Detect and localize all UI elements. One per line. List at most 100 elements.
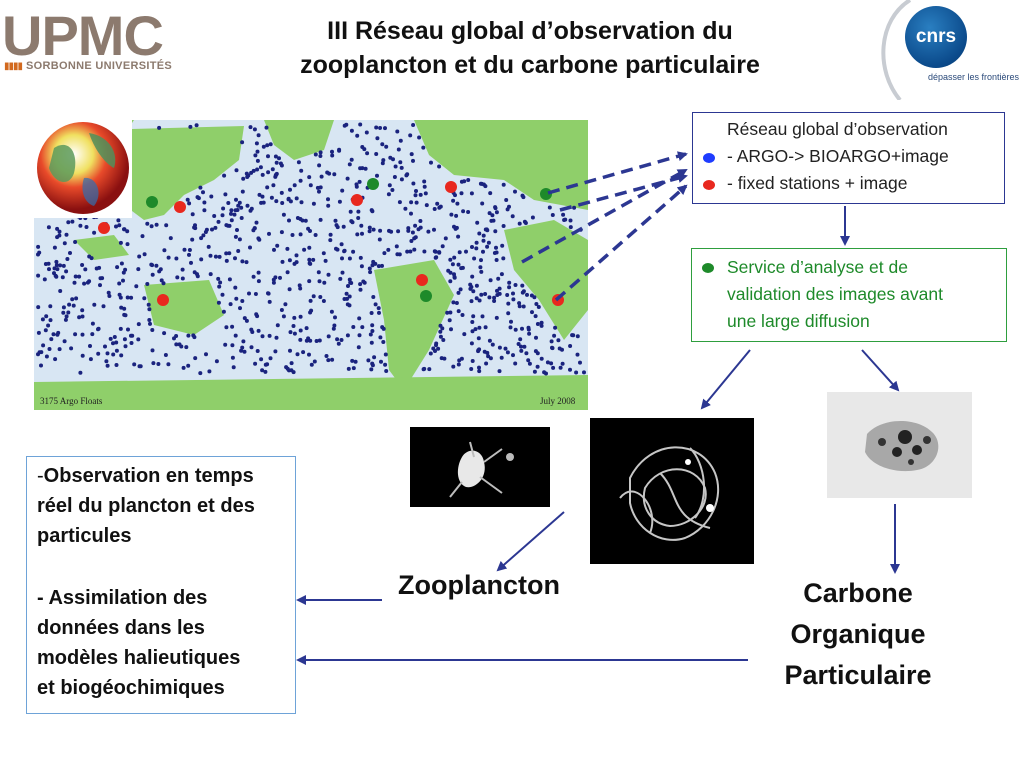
network-item-argo: - ARGO-> BIOARGO+image — [727, 146, 949, 166]
argo-float-dot — [360, 166, 365, 171]
argo-float-dot — [294, 196, 299, 201]
argo-float-dot — [55, 226, 60, 231]
argo-float-dot — [347, 294, 352, 299]
argo-float-dot — [340, 188, 345, 193]
argo-float-dot — [229, 218, 234, 223]
argo-float-dot — [273, 275, 278, 280]
argo-float-dot — [274, 160, 279, 165]
argo-float-dot — [157, 125, 162, 130]
argo-float-dot — [507, 280, 512, 285]
argo-float-dot — [256, 270, 261, 275]
upmc-bars-icon: ▮▮▮▮ — [4, 60, 23, 72]
argo-float-dot — [405, 249, 410, 254]
argo-float-dot — [372, 355, 377, 360]
argo-float-dot — [207, 369, 212, 374]
argo-float-dot — [62, 241, 67, 246]
argo-float-dot — [390, 188, 395, 192]
argo-float-dot — [409, 200, 414, 205]
argo-float-dot — [393, 164, 398, 169]
argo-float-dot — [449, 212, 454, 217]
argo-float-dot — [378, 126, 383, 130]
argo-float-dot — [284, 365, 289, 370]
argo-float-dot — [535, 322, 540, 326]
argo-float-dot — [511, 291, 515, 296]
argo-float-dot — [423, 191, 428, 196]
argo-float-dot — [575, 352, 580, 357]
argo-float-dot — [263, 369, 268, 374]
argo-float-dot — [410, 230, 415, 235]
argo-float-dot — [533, 314, 538, 319]
argo-float-dot — [519, 344, 523, 349]
argo-float-dot — [578, 360, 582, 365]
argo-float-dot — [479, 292, 484, 297]
argo-float-dots — [36, 122, 586, 376]
argo-float-dot — [216, 219, 221, 224]
argo-float-dot — [380, 161, 385, 166]
service-station-marker — [540, 188, 552, 200]
argo-float-dot — [501, 182, 506, 187]
argo-float-dot — [521, 304, 526, 309]
argo-float-dot — [454, 301, 459, 305]
argo-float-dot — [206, 244, 211, 249]
argo-float-dot — [466, 210, 471, 214]
argo-float-dot — [217, 284, 222, 289]
argo-float-dot — [166, 362, 171, 367]
argo-float-dot — [249, 327, 254, 332]
argo-float-dot — [328, 232, 333, 237]
argo-float-dot — [150, 272, 155, 277]
argo-float-dot — [125, 295, 130, 300]
argo-float-dot — [448, 270, 453, 275]
argo-float-dot — [307, 279, 312, 284]
argo-float-dot — [374, 152, 379, 156]
argo-float-dot — [112, 335, 117, 339]
obs-dash: - — [37, 465, 44, 487]
argo-float-dot — [241, 176, 246, 181]
argo-float-dot — [523, 221, 528, 225]
argo-float-dot — [162, 331, 167, 336]
argo-float-dot — [55, 332, 60, 337]
argo-float-dot — [137, 364, 142, 369]
argo-float-dot — [451, 198, 456, 203]
argo-float-dot — [221, 309, 226, 314]
argo-float-dot — [80, 353, 85, 358]
argo-float-dot — [500, 243, 505, 248]
argo-float-dot — [287, 287, 292, 292]
argo-float-dot — [418, 219, 423, 223]
argo-float-dot — [47, 347, 52, 351]
argo-float-dot — [272, 247, 276, 252]
argo-float-dot — [356, 216, 361, 220]
argo-float-dot — [80, 314, 85, 319]
argo-float-dot — [118, 326, 123, 331]
argo-float-dot — [285, 246, 290, 251]
argo-float-dot — [572, 205, 577, 210]
argo-float-dot — [330, 153, 335, 158]
argo-float-dot — [218, 280, 223, 285]
argo-float-dot — [488, 191, 493, 196]
argo-float-dot — [255, 167, 260, 172]
argo-float-dot — [210, 227, 214, 232]
argo-float-dot — [378, 335, 383, 340]
argo-float-dot — [466, 178, 471, 182]
argo-float-dot — [232, 212, 237, 217]
service-station-marker — [420, 290, 432, 302]
argo-float-dot — [328, 238, 333, 243]
argo-float-dot — [117, 281, 122, 286]
argo-float-dot — [78, 370, 83, 375]
argo-float-dot — [354, 184, 359, 189]
argo-float-dot — [119, 261, 124, 266]
argo-float-dot — [281, 314, 286, 319]
argo-float-dot — [209, 194, 214, 199]
argo-float-dot — [73, 332, 78, 337]
obs-line-4: - Assimilation des — [37, 587, 208, 609]
argo-float-dot — [527, 361, 532, 366]
fixed-station-marker — [98, 222, 110, 234]
argo-float-dot — [118, 240, 123, 245]
argo-float-dot — [406, 228, 411, 233]
argo-float-dot — [479, 258, 483, 263]
argo-float-dot — [308, 229, 312, 233]
argo-float-dot — [288, 199, 293, 204]
argo-float-dot — [335, 247, 340, 252]
argo-float-dot — [257, 237, 262, 242]
argo-float-dot — [398, 138, 403, 143]
argo-float-dot — [97, 265, 102, 270]
